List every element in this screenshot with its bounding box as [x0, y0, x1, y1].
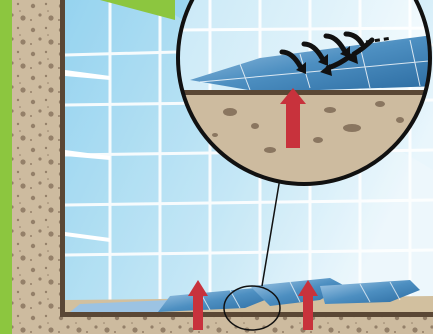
wall-green-edge: [0, 0, 12, 334]
